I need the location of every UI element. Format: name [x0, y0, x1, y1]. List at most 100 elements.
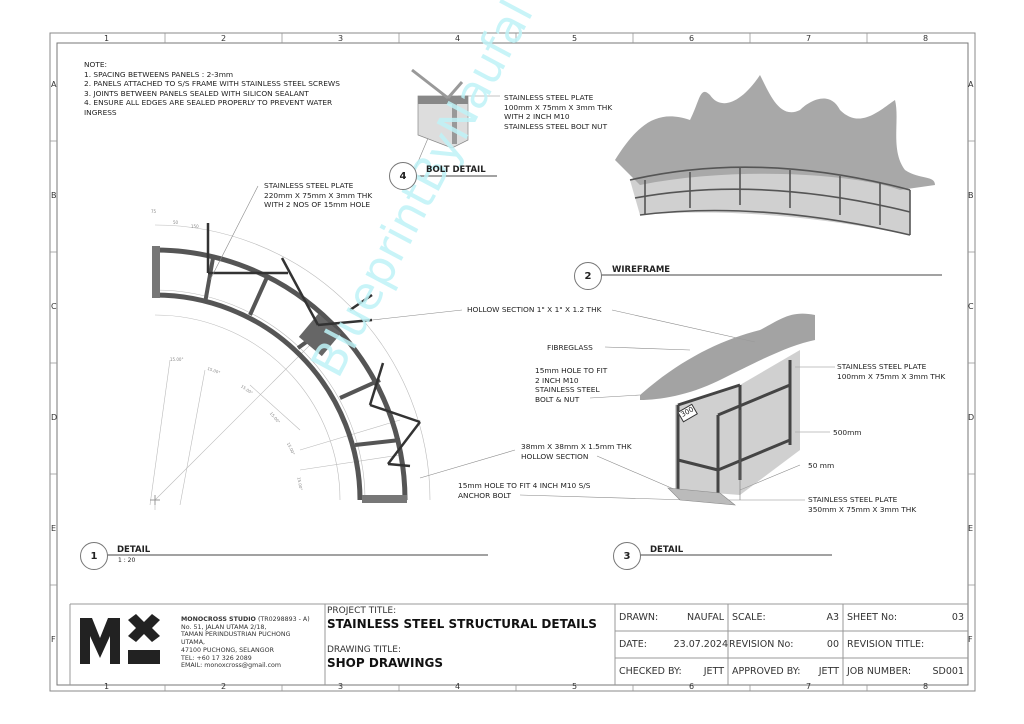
grid-row-label: D [51, 413, 58, 422]
callout-line: ANCHOR BOLT [458, 490, 511, 500]
callout-plate-base: STAINLESS STEEL PLATE 350mm X 75mm X 3mm… [808, 495, 916, 514]
studio-info: MONOCROSS STUDIO (TR0298893 - A) No. 51,… [181, 616, 310, 670]
callout-line: 15mm HOLE TO FIT [535, 366, 608, 375]
field-job-number: JOB NUMBER:SD001 [843, 658, 968, 685]
grid-col-label: 8 [923, 34, 929, 43]
grid-row-label: E [51, 524, 57, 533]
field-value: A3 [826, 612, 839, 623]
grid-col-label: 4 [455, 34, 461, 43]
callout-line: 38mm X 38mm X 1.5mm THK [521, 442, 632, 451]
grid-row-label: F [968, 635, 973, 644]
bolt-detail-callout: STAINLESS STEEL PLATE 100mm X 75mm X 3mm… [504, 93, 612, 131]
field-checked: CHECKED BY: JETT [615, 658, 728, 685]
callout-line: 350mm X 75mm X 3mm THK [808, 504, 917, 514]
grid-col-label: 4 [455, 682, 461, 691]
grid-col-label: 2 [221, 682, 227, 691]
note-item: 4. ENSURE ALL EDGES ARE SEALED PROPERLY … [84, 98, 333, 108]
field-drawn: DRAWN:NAUFAL [615, 604, 728, 631]
view-title: DETAIL [650, 545, 684, 555]
note-item: 2. PANELS ATTACHED TO S/S FRAME WITH STA… [84, 79, 340, 89]
wireframe-drawing [615, 75, 935, 236]
address-line: 47100 PUCHONG, SELANGOR [181, 646, 274, 654]
drawing-title-label: DRAWING TITLE: [327, 645, 401, 655]
field-revision: REVISION No:00 [728, 631, 843, 658]
address-line: TAMAN PERINDUSTRIAN PUCHONG [181, 631, 291, 639]
dimension: 75 [151, 209, 157, 214]
grid-col-label: 1 [104, 34, 110, 43]
dimension: 50 [173, 220, 179, 225]
field-date: DATE: 23.07.2024 [615, 631, 728, 658]
project-title: STAINLESS STEEL STRUCTURAL DETAILS [327, 617, 597, 631]
callout-hollow-38: 38mm X 38mm X 1.5mm THK HOLLOW SECTION [521, 442, 632, 461]
callout-line: 220mm X 75mm X 3mm THK [264, 190, 373, 200]
detail-3-drawing [640, 313, 815, 506]
callout-line: 15mm HOLE TO FIT 4 INCH M10 S/S [458, 481, 591, 490]
view-title: DETAIL [117, 545, 151, 555]
field-value: JETT [703, 666, 724, 677]
studio-name: MONOCROSS STUDIO [181, 616, 256, 623]
view-scale: 1 : 20 [118, 557, 136, 564]
callout-line: WITH 2 INCH M10 [504, 112, 570, 122]
callout-line: 100mm X 75mm X 3mm THK [504, 102, 613, 112]
callout-line: STAINLESS STEEL PLATE [504, 93, 594, 102]
field-approved: APPROVED BY: JETT [728, 658, 843, 685]
callout-line: STAINLESS STEEL BOLT NUT [504, 121, 608, 131]
view-number-bubble: 4 [389, 162, 417, 190]
studio-logo [80, 614, 160, 664]
field-label: JOB NUMBER: [847, 666, 912, 677]
field-value: 03 [951, 612, 964, 623]
view-number-bubble: 3 [613, 542, 641, 570]
view-number-bubble: 1 [80, 542, 108, 570]
notes-heading: NOTE: [84, 60, 108, 69]
address-line: No. 51, JALAN UTAMA 2/18, [181, 623, 267, 631]
grid-row-label: B [51, 191, 57, 200]
grid-row-label: C [51, 302, 57, 311]
grid-row-label: A [968, 80, 974, 89]
dimension: 150 [191, 224, 199, 229]
grid-row-label: D [968, 413, 975, 422]
field-label: APPROVED BY: [732, 666, 801, 677]
field-label: DATE: [619, 639, 647, 650]
callout-line: STAINLESS STEEL [535, 385, 600, 395]
drawing-title: SHOP DRAWINGS [327, 656, 444, 670]
grid-col-label: 1 [104, 682, 110, 691]
callout-line: WITH 2 NOS OF 15mm HOLE [264, 200, 371, 210]
grid-row-label: B [968, 191, 974, 200]
callout-line: HOLLOW SECTION [521, 451, 589, 461]
grid-col-label: 3 [338, 34, 344, 43]
grid-row-label: F [51, 635, 56, 644]
dimension-50: 50 mm [808, 461, 835, 470]
view-title: BOLT DETAIL [426, 165, 486, 175]
view-number-bubble: 2 [574, 262, 602, 290]
field-value: JETT [818, 666, 839, 677]
field-value: 23.07.2024 [673, 639, 728, 650]
callout-hollow-section: HOLLOW SECTION 1" X 1" X 1.2 THK [467, 305, 602, 314]
project-title-label: PROJECT TITLE: [327, 606, 397, 616]
field-label: SHEET No: [847, 612, 898, 623]
grid-col-label: 6 [689, 682, 695, 691]
bolt-detail-drawing [411, 68, 469, 149]
plate-callout: STAINLESS STEEL PLATE 220mm X 75mm X 3mm… [264, 181, 372, 210]
field-revision-title: REVISION TITLE: [843, 631, 968, 658]
callout-anchor-bolt: 15mm HOLE TO FIT 4 INCH M10 S/S ANCHOR B… [458, 481, 590, 500]
grid-col-label: 5 [572, 34, 578, 43]
detail-1-drawing [149, 223, 431, 510]
studio-reg: (TR0298893 - A) [257, 616, 310, 623]
dimension-500: 500mm [833, 428, 862, 437]
grid-col-label: 2 [221, 34, 227, 43]
grid-col-label: 7 [806, 682, 812, 691]
callout-line: STAINLESS STEEL PLATE [808, 495, 898, 504]
field-label: REVISION TITLE: [847, 639, 925, 650]
callout-line: BOLT & NUT [535, 394, 580, 404]
field-sheet: SHEET No: 03 [843, 604, 968, 631]
view-title: WIREFRAME [612, 265, 671, 275]
field-label: SCALE: [732, 612, 766, 623]
address-line: UTAMA, [181, 639, 206, 647]
field-label: CHECKED BY: [619, 666, 682, 677]
field-scale: SCALE: A3 [728, 604, 843, 631]
address-line: EMAIL: monoxcross@gmail.com [181, 662, 282, 670]
grid-row-label: C [968, 302, 974, 311]
field-value: 00 [826, 639, 839, 650]
grid-row-label: E [968, 524, 974, 533]
